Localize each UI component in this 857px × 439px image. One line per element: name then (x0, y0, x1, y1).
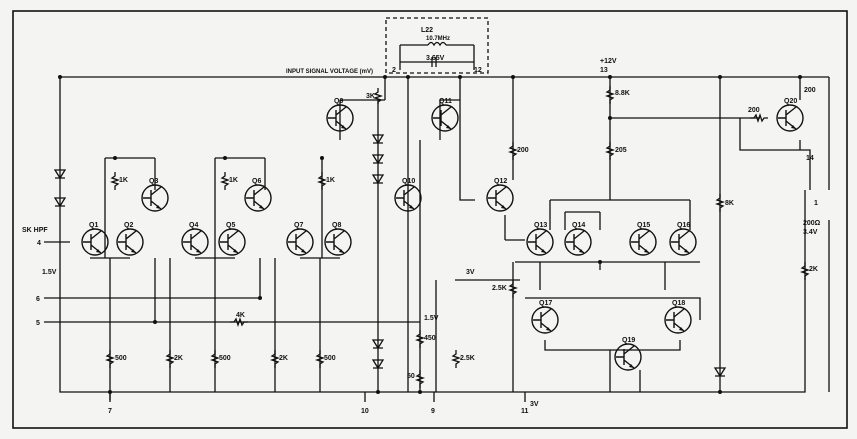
label-r-200-top: 200 (804, 87, 816, 94)
transistor-label: Q11 (439, 98, 452, 105)
label-v3-mid: 3V (466, 269, 475, 276)
transistor-label: Q18 (672, 300, 685, 307)
label-load: 200Ω (803, 220, 821, 227)
transistor-q17: Q17 (531, 300, 559, 334)
label-r-1k-b: 1K (229, 177, 238, 184)
transistor-label: Q10 (402, 178, 415, 185)
label-r-8k: 8K (725, 200, 734, 207)
transistor-q1: Q1 (81, 222, 109, 256)
transistor-q14: Q14 (564, 222, 592, 256)
transistor-q10: Q10 (394, 178, 422, 212)
label-r-1k-c: 1K (326, 177, 335, 184)
transistor-q15: Q15 (629, 222, 657, 256)
transistor-label: Q3 (149, 178, 158, 185)
frame-border (12, 10, 848, 429)
junction-dots (58, 75, 802, 394)
transistor-q3: Q3 (141, 178, 169, 212)
label-pin1: 1 (814, 200, 818, 207)
transistor-label: Q9 (334, 98, 343, 105)
label-r-25k-b: 2.5K (460, 355, 475, 362)
label-pin6: 6 (36, 296, 40, 303)
transistor-label: Q6 (252, 178, 261, 185)
transistor-label: Q15 (637, 222, 650, 229)
label-pin12: 12 (474, 67, 482, 74)
label-v365: 3.65V (426, 55, 445, 62)
transistor-q19: Q19 (614, 337, 642, 371)
label-v34: 3.4V (803, 229, 818, 236)
diodes (53, 134, 727, 378)
labels: L22 10.7MHz 3.65V INPUT SIGNAL VOLTAGE (… (22, 27, 821, 415)
label-freq: 10.7MHz (426, 36, 450, 42)
wiring (44, 41, 830, 402)
label-r-500-c: 500 (324, 355, 336, 362)
transistor-q5: Q5 (218, 222, 246, 256)
label-r-8-8k: 8.8K (615, 90, 630, 97)
label-pin4: 4 (37, 240, 41, 247)
transistor-label: Q1 (89, 222, 98, 229)
l22-dashed-box (385, 17, 489, 74)
label-v15-mid: 1.5V (424, 315, 439, 322)
resistors (104, 86, 811, 388)
label-pin10: 10 (361, 408, 369, 415)
label-r-450: 450 (424, 335, 436, 342)
label-r-200-mid: 200 (517, 147, 529, 154)
label-r-200-q20: 200 (748, 107, 760, 114)
transistor-label: Q5 (226, 222, 235, 229)
transistor-q18: Q18 (664, 300, 692, 334)
label-input-signal: INPUT SIGNAL VOLTAGE (mV) (286, 69, 373, 75)
transistor-q2: Q2 (116, 222, 144, 256)
label-pin11: 11 (521, 408, 529, 415)
transistor-label: Q14 (572, 222, 585, 229)
transistor-label: Q2 (124, 222, 133, 229)
label-pin7: 7 (108, 408, 112, 415)
transistor-label: Q17 (539, 300, 552, 307)
transistor-q20: Q20 (776, 98, 804, 132)
transistor-label: Q8 (332, 222, 341, 229)
transistor-q7: Q7 (286, 222, 314, 256)
label-r-2k-right: 2K (809, 266, 818, 273)
transistor-q8: Q8 (324, 222, 352, 256)
label-r-2k-a: 2K (174, 355, 183, 362)
transistor-label: Q19 (622, 337, 635, 344)
label-r-4k: 4K (236, 312, 245, 319)
transistor-label: Q20 (784, 98, 797, 105)
label-plus12v: +12V (600, 58, 617, 65)
label-pin5: 5 (36, 320, 40, 327)
label-pin14: 14 (806, 155, 814, 162)
transistor-q9: Q9 (326, 98, 354, 132)
label-r-500-b: 500 (219, 355, 231, 362)
label-pin13: 13 (600, 67, 608, 74)
transistor-q11: Q11 (431, 98, 459, 132)
transistor-label: Q13 (534, 222, 547, 229)
label-sk-hpf: SK HPF (22, 227, 48, 234)
transistor-label: Q4 (189, 222, 198, 229)
label-r-50: 50 (407, 373, 415, 380)
transistor-label: Q7 (294, 222, 303, 229)
transistor-q16: Q16 (669, 222, 697, 256)
label-pin9: 9 (431, 408, 435, 415)
label-r-25k: 2.5K (492, 285, 507, 292)
label-r-205: 205 (615, 147, 627, 154)
transistor-label: Q12 (494, 178, 507, 185)
label-r-3k: 3K (366, 93, 375, 100)
label-r-500-a: 500 (115, 355, 127, 362)
label-l22: L22 (421, 27, 433, 34)
label-v3-bot: 3V (530, 401, 539, 408)
label-v15-left: 1.5V (42, 269, 57, 276)
label-pin2: 2 (392, 67, 396, 74)
transistor-q12: Q12 (486, 178, 514, 212)
label-r-2k-b: 2K (279, 355, 288, 362)
transistor-q13: Q13 (526, 222, 554, 256)
transistor-label: Q16 (677, 222, 690, 229)
transistor-q6: Q6 (244, 178, 272, 212)
transistor-q4: Q4 (181, 222, 209, 256)
label-r-1k-a: 1K (119, 177, 128, 184)
